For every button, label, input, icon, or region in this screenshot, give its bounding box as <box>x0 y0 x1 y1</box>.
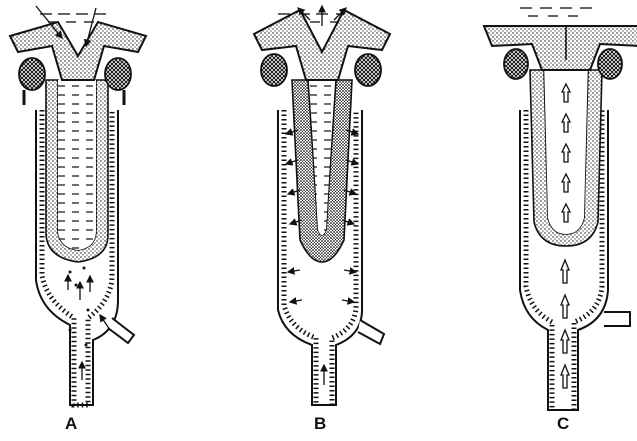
seal-left-c <box>504 49 528 79</box>
panel-label-b: B <box>314 414 326 434</box>
panel-c <box>484 8 637 410</box>
seal-left-a <box>19 58 45 90</box>
side-arm-c <box>604 312 630 326</box>
side-arm-b <box>358 320 384 344</box>
liquid-surface-a <box>40 14 106 22</box>
side-arm-a <box>108 318 134 343</box>
seal-left-b <box>261 54 287 86</box>
panel-label-c: C <box>557 414 569 434</box>
panel-a <box>10 6 146 405</box>
panel-b <box>254 6 390 405</box>
liquid-surface-c <box>520 8 592 16</box>
seal-right-a <box>105 58 131 90</box>
liquid-inside-a <box>58 80 96 250</box>
seal-right-c <box>598 49 622 79</box>
panel-label-a: A <box>65 414 77 434</box>
seal-right-b <box>355 54 381 86</box>
